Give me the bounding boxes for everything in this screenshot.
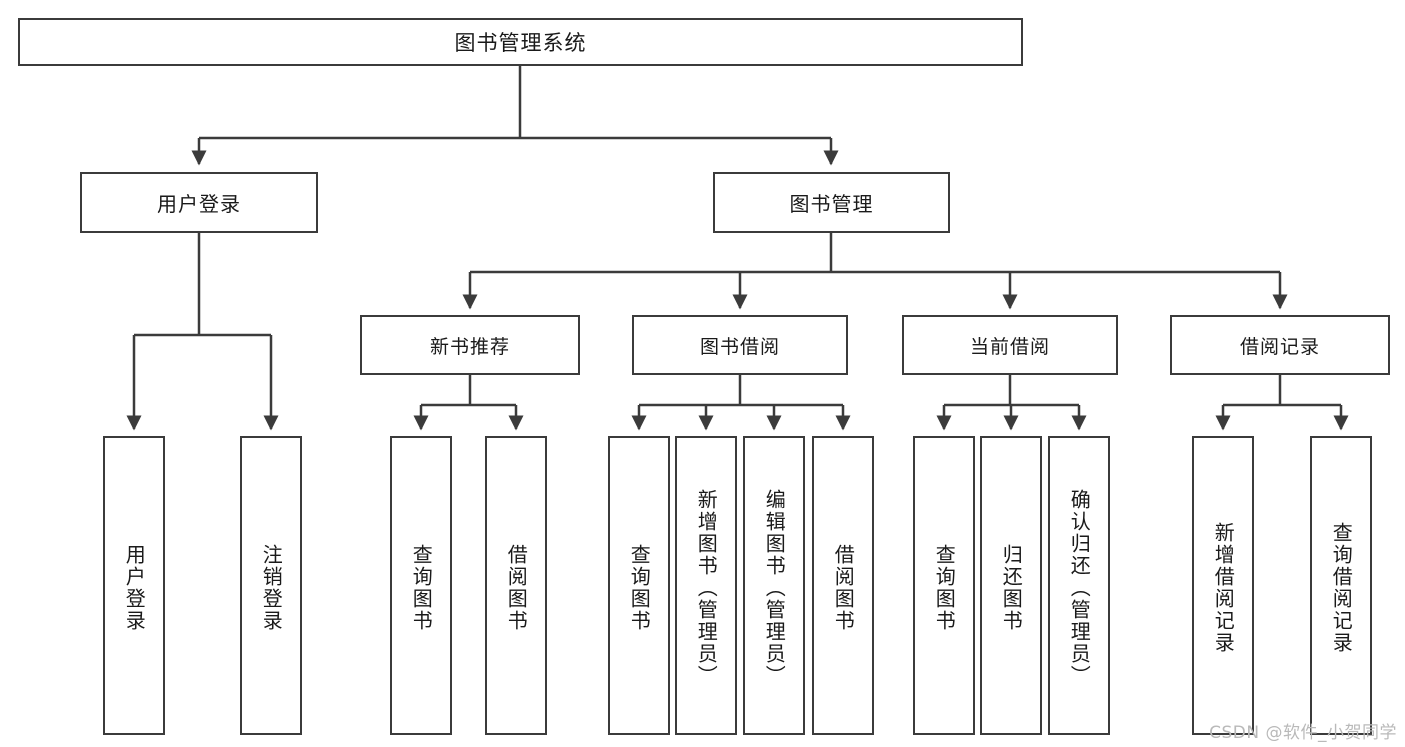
node-label: 借阅图书 [831, 543, 856, 632]
node-label: 查询图书 [409, 543, 434, 632]
node-label: 确认归还（管理员） [1067, 488, 1092, 687]
node-label: 注销登录 [259, 543, 284, 632]
node-label: 编辑图书（管理员） [762, 488, 787, 687]
node-label: 借阅记录 [1239, 335, 1320, 358]
node-new-book-recommend[interactable]: 新书推荐 [360, 315, 580, 375]
leaf-query-borrow-record[interactable]: 查询借阅记录 [1310, 436, 1372, 735]
leaf-borrow-book[interactable]: 借阅图书 [812, 436, 874, 735]
leaf-confirm-return-admin[interactable]: 确认归还（管理员） [1048, 436, 1110, 735]
leaf-borrow-book-recommend[interactable]: 借阅图书 [485, 436, 547, 735]
node-current-borrow[interactable]: 当前借阅 [902, 315, 1118, 375]
leaf-edit-book-admin[interactable]: 编辑图书（管理员） [743, 436, 805, 735]
leaf-return-book[interactable]: 归还图书 [980, 436, 1042, 735]
leaf-query-book-borrow[interactable]: 查询图书 [608, 436, 670, 735]
node-label: 查询图书 [932, 543, 957, 632]
node-label: 当前借阅 [969, 335, 1050, 358]
node-borrow-record[interactable]: 借阅记录 [1170, 315, 1390, 375]
leaf-query-book-recommend[interactable]: 查询图书 [390, 436, 452, 735]
node-label: 查询借阅记录 [1329, 521, 1354, 654]
node-book-borrow[interactable]: 图书借阅 [632, 315, 848, 375]
node-label: 图书管理 [789, 192, 874, 216]
node-label: 图书借阅 [699, 335, 780, 358]
watermark-text: CSDN @软件_小贺同学 [1209, 723, 1397, 743]
leaf-add-book-admin[interactable]: 新增图书（管理员） [675, 436, 737, 735]
node-label: 新增图书（管理员） [694, 488, 719, 687]
node-root-book-management-system[interactable]: 图书管理系统 [18, 18, 1023, 66]
leaf-query-book-current[interactable]: 查询图书 [913, 436, 975, 735]
node-label: 新书推荐 [429, 335, 510, 358]
node-label: 图书管理系统 [454, 31, 587, 55]
node-book-management[interactable]: 图书管理 [713, 172, 950, 233]
node-label: 新增借阅记录 [1211, 521, 1236, 654]
leaf-add-borrow-record[interactable]: 新增借阅记录 [1192, 436, 1254, 735]
node-label: 用户登录 [157, 192, 241, 216]
leaf-user-login[interactable]: 用户登录 [103, 436, 165, 735]
node-label: 用户登录 [122, 543, 147, 632]
leaf-logout-login[interactable]: 注销登录 [240, 436, 302, 735]
node-user-login[interactable]: 用户登录 [80, 172, 318, 233]
node-label: 归还图书 [999, 543, 1024, 632]
node-label: 查询图书 [627, 543, 652, 632]
node-label: 借阅图书 [504, 543, 529, 632]
